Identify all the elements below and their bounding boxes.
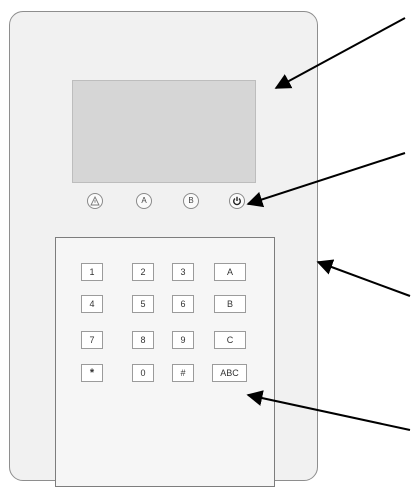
power-button[interactable] bbox=[229, 193, 245, 209]
power-icon bbox=[233, 196, 241, 206]
key-7[interactable]: 7 bbox=[81, 331, 103, 349]
callout-arrow-display bbox=[274, 17, 406, 89]
callout-arrows bbox=[246, 17, 411, 431]
function-b-button[interactable]: B bbox=[183, 193, 199, 209]
key-star[interactable]: * bbox=[81, 364, 103, 382]
key-b[interactable]: B bbox=[214, 295, 246, 313]
key-9[interactable]: 9 bbox=[172, 331, 194, 349]
key-2[interactable]: 2 bbox=[132, 263, 154, 281]
function-a-label: A bbox=[141, 196, 147, 205]
key-0[interactable]: 0 bbox=[132, 364, 154, 382]
alarm-button[interactable] bbox=[87, 193, 103, 209]
key-5[interactable]: 5 bbox=[132, 295, 154, 313]
key-4[interactable]: 4 bbox=[81, 295, 103, 313]
alarm-icon bbox=[90, 196, 100, 206]
callout-arrow-housing bbox=[316, 259, 411, 297]
key-6[interactable]: 6 bbox=[172, 295, 194, 313]
callout-arrow-keypad bbox=[246, 390, 411, 431]
key-c[interactable]: C bbox=[214, 331, 246, 349]
function-b-label: B bbox=[188, 196, 194, 205]
lcd-display bbox=[72, 80, 256, 183]
key-hash[interactable]: # bbox=[172, 364, 194, 382]
key-3[interactable]: 3 bbox=[172, 263, 194, 281]
key-abc[interactable]: ABC bbox=[212, 364, 247, 382]
function-a-button[interactable]: A bbox=[136, 193, 152, 209]
key-a[interactable]: A bbox=[214, 263, 246, 281]
key-8[interactable]: 8 bbox=[132, 331, 154, 349]
callout-arrow-function-buttons bbox=[246, 152, 406, 208]
key-1[interactable]: 1 bbox=[81, 263, 103, 281]
